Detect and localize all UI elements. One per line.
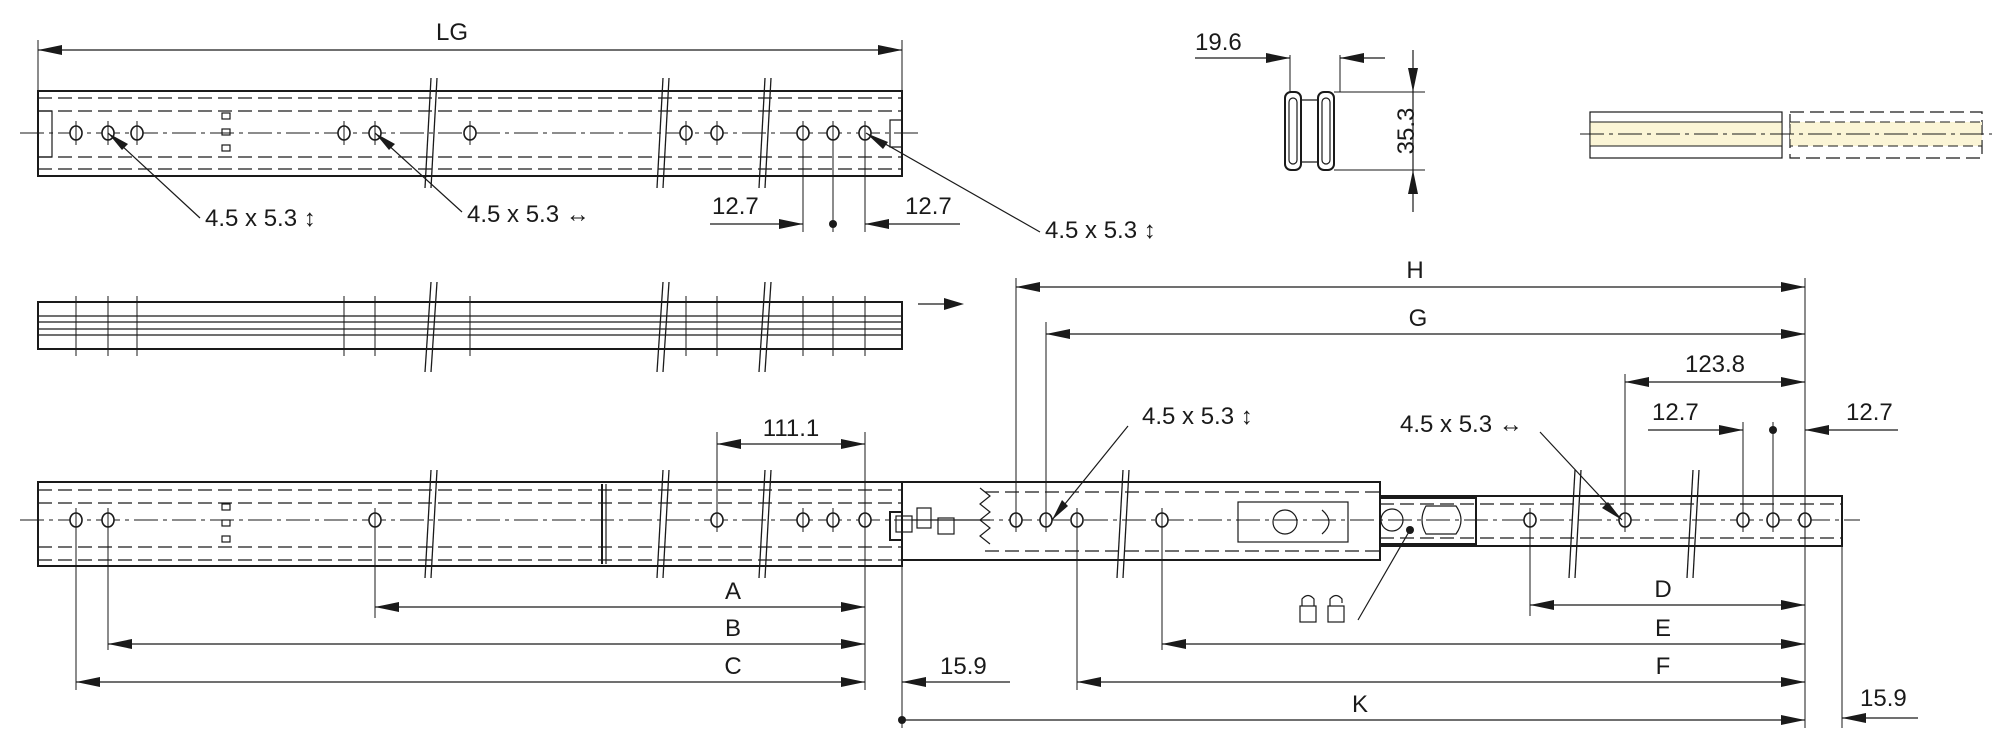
- break-line: [1122, 469, 1130, 579]
- break-line: [424, 281, 432, 373]
- break-line: [1568, 469, 1576, 579]
- break-line: [656, 469, 664, 579]
- break-line: [662, 469, 670, 579]
- b-label: B: [725, 615, 741, 642]
- hole-spec-callout-3: 4.5 x 5.3 ↕: [1045, 217, 1156, 244]
- break-line: [1574, 469, 1582, 579]
- section-width-19-6: 19.6: [1195, 29, 1242, 56]
- break-line: [1686, 469, 1694, 579]
- top-rail-view: LG 4.5 x 5.3 ↕ 4.5 x 5.3 ↔ 4.5 x 5.3 ↕ 1…: [20, 19, 1156, 244]
- section-height-35-3: 35.3: [1393, 108, 1420, 155]
- pitch-12-7-inner-left: 12.7: [1652, 399, 1699, 426]
- e-label: E: [1655, 615, 1671, 642]
- dim-123-8: 123.8: [1685, 351, 1745, 378]
- pitch-12-7-inner-right: 12.7: [1846, 399, 1893, 426]
- direction-arrow-icon: [918, 298, 964, 310]
- lg-label: LG: [436, 19, 468, 46]
- break-line: [758, 469, 766, 579]
- break-line: [764, 469, 772, 579]
- c-label: C: [724, 653, 741, 680]
- hole-spec-callout-5: 4.5 x 5.3 ↔: [1400, 411, 1523, 438]
- break-line: [1116, 469, 1124, 579]
- side-rail-breaks: [424, 281, 772, 373]
- break-line: [662, 281, 670, 373]
- extension-schematic: [1580, 111, 1992, 159]
- dim-111-1: 111.1: [763, 415, 820, 442]
- a-label: A: [725, 578, 741, 605]
- break-line: [656, 281, 664, 373]
- hole-spec-callout-2: 4.5 x 5.3 ↔: [467, 201, 590, 228]
- extended-rail-slots: [221, 503, 231, 543]
- f-label: F: [1656, 653, 1671, 680]
- hole-spec-callout-4: 4.5 x 5.3 ↕: [1142, 403, 1253, 430]
- break-line: [758, 281, 766, 373]
- cross-section-view: 19.6 35.3: [1195, 29, 1425, 212]
- break-line: [430, 281, 438, 373]
- break-line: [430, 469, 438, 579]
- side-rail-view: [37, 281, 964, 373]
- break-line: [424, 469, 432, 579]
- lock-mechanism: [1237, 497, 1477, 545]
- dim-15-9-rear: 15.9: [1860, 685, 1907, 712]
- break-line: [1692, 469, 1700, 579]
- d-label: D: [1654, 576, 1671, 603]
- extended-rail-view: 111.1 H G 123.8 12.7 12.7 4.5 x 5.3 ↕: [20, 257, 1918, 728]
- dim-15-9-front: 15.9: [940, 653, 987, 680]
- top-rail-slots: [221, 112, 231, 152]
- pitch-12-7-left: 12.7: [712, 193, 759, 220]
- k-label: K: [1352, 691, 1368, 718]
- break-line: [424, 77, 432, 189]
- break-line: [656, 77, 664, 189]
- break-line: [662, 77, 670, 189]
- extended-rail-breaks: [424, 469, 1700, 579]
- break-line: [758, 77, 766, 189]
- side-rail-tick-marks: [75, 296, 866, 356]
- top-rail-breaks: [424, 77, 772, 189]
- g-label: G: [1409, 305, 1428, 332]
- hole-spec-callout-1: 4.5 x 5.3 ↕: [205, 205, 316, 232]
- break-line: [430, 77, 438, 189]
- h-label: H: [1406, 257, 1423, 284]
- lock-unlock-icon: [1299, 526, 1414, 623]
- pitch-12-7-right: 12.7: [905, 193, 952, 220]
- break-line: [764, 281, 772, 373]
- break-line: [764, 77, 772, 189]
